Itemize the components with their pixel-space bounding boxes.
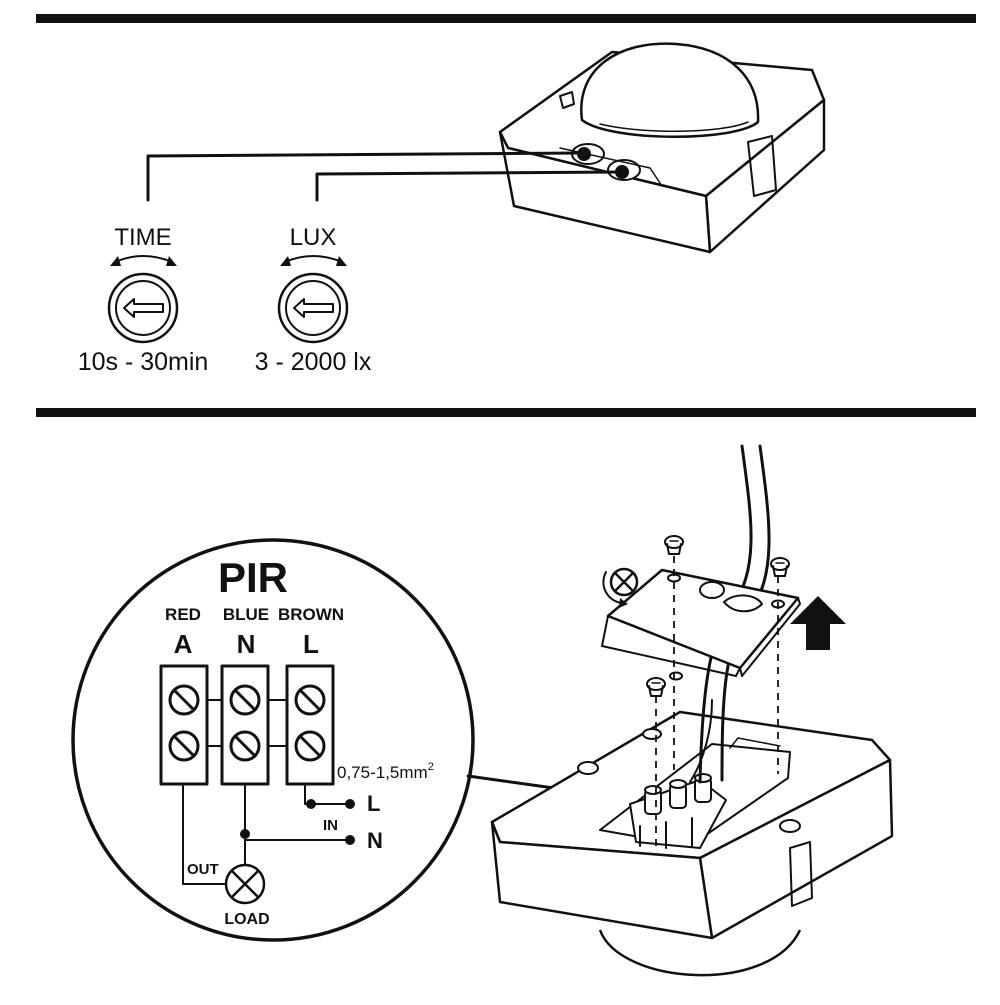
time-range-label: 10s - 30min (78, 348, 209, 376)
terminal-block-on-base (629, 773, 727, 849)
neutral-terminal-label: N (367, 828, 383, 853)
screw-guide-lines (655, 556, 779, 850)
unscrew-rotation-icon (602, 567, 639, 608)
terminal-block-a (159, 664, 209, 786)
time-label: TIME (114, 224, 171, 251)
lux-adjust-knob: LUX 3 - 2000 lx (255, 224, 372, 376)
line-wire (304, 783, 351, 805)
load-lamp-icon (224, 863, 266, 905)
in-label: IN (323, 817, 338, 834)
out-label: OUT (187, 861, 219, 878)
cover-plate (601, 568, 801, 681)
wiring-diagram-circle: PIR RED BLUE BROWN A N L (71, 538, 475, 942)
lux-leader-line (315, 170, 624, 202)
line-terminal-label: L (367, 791, 380, 816)
lux-range-label: 3 - 2000 lx (255, 348, 372, 376)
terminal-block-l (285, 664, 335, 786)
out-wire (182, 783, 227, 885)
screw-icon (646, 677, 666, 697)
lift-up-arrow-icon (790, 596, 846, 650)
terminal-letter-l: L (303, 629, 319, 659)
wire-size-label: 0,75-1,5mm2 (337, 761, 434, 782)
screw-icon (770, 557, 790, 577)
pir-title: PIR (218, 554, 288, 601)
terminal-color-red: RED (165, 605, 201, 624)
terminal-block-n (220, 664, 270, 786)
terminal-color-brown: BROWN (278, 605, 344, 624)
terminal-letter-n: N (237, 629, 256, 659)
lux-label: LUX (290, 224, 337, 251)
terminal-color-blue: BLUE (223, 605, 269, 624)
time-leader-line (146, 151, 586, 202)
sensor-device-top-view (498, 42, 826, 254)
middle-separator-bar (36, 408, 976, 417)
top-separator-bar (36, 14, 976, 23)
screw-icon (664, 535, 684, 555)
sensor-base-exploded-view (490, 444, 894, 977)
load-label: LOAD (224, 911, 269, 928)
terminal-letter-a: A (174, 629, 193, 659)
time-adjust-knob: TIME 10s - 30min (78, 224, 209, 376)
